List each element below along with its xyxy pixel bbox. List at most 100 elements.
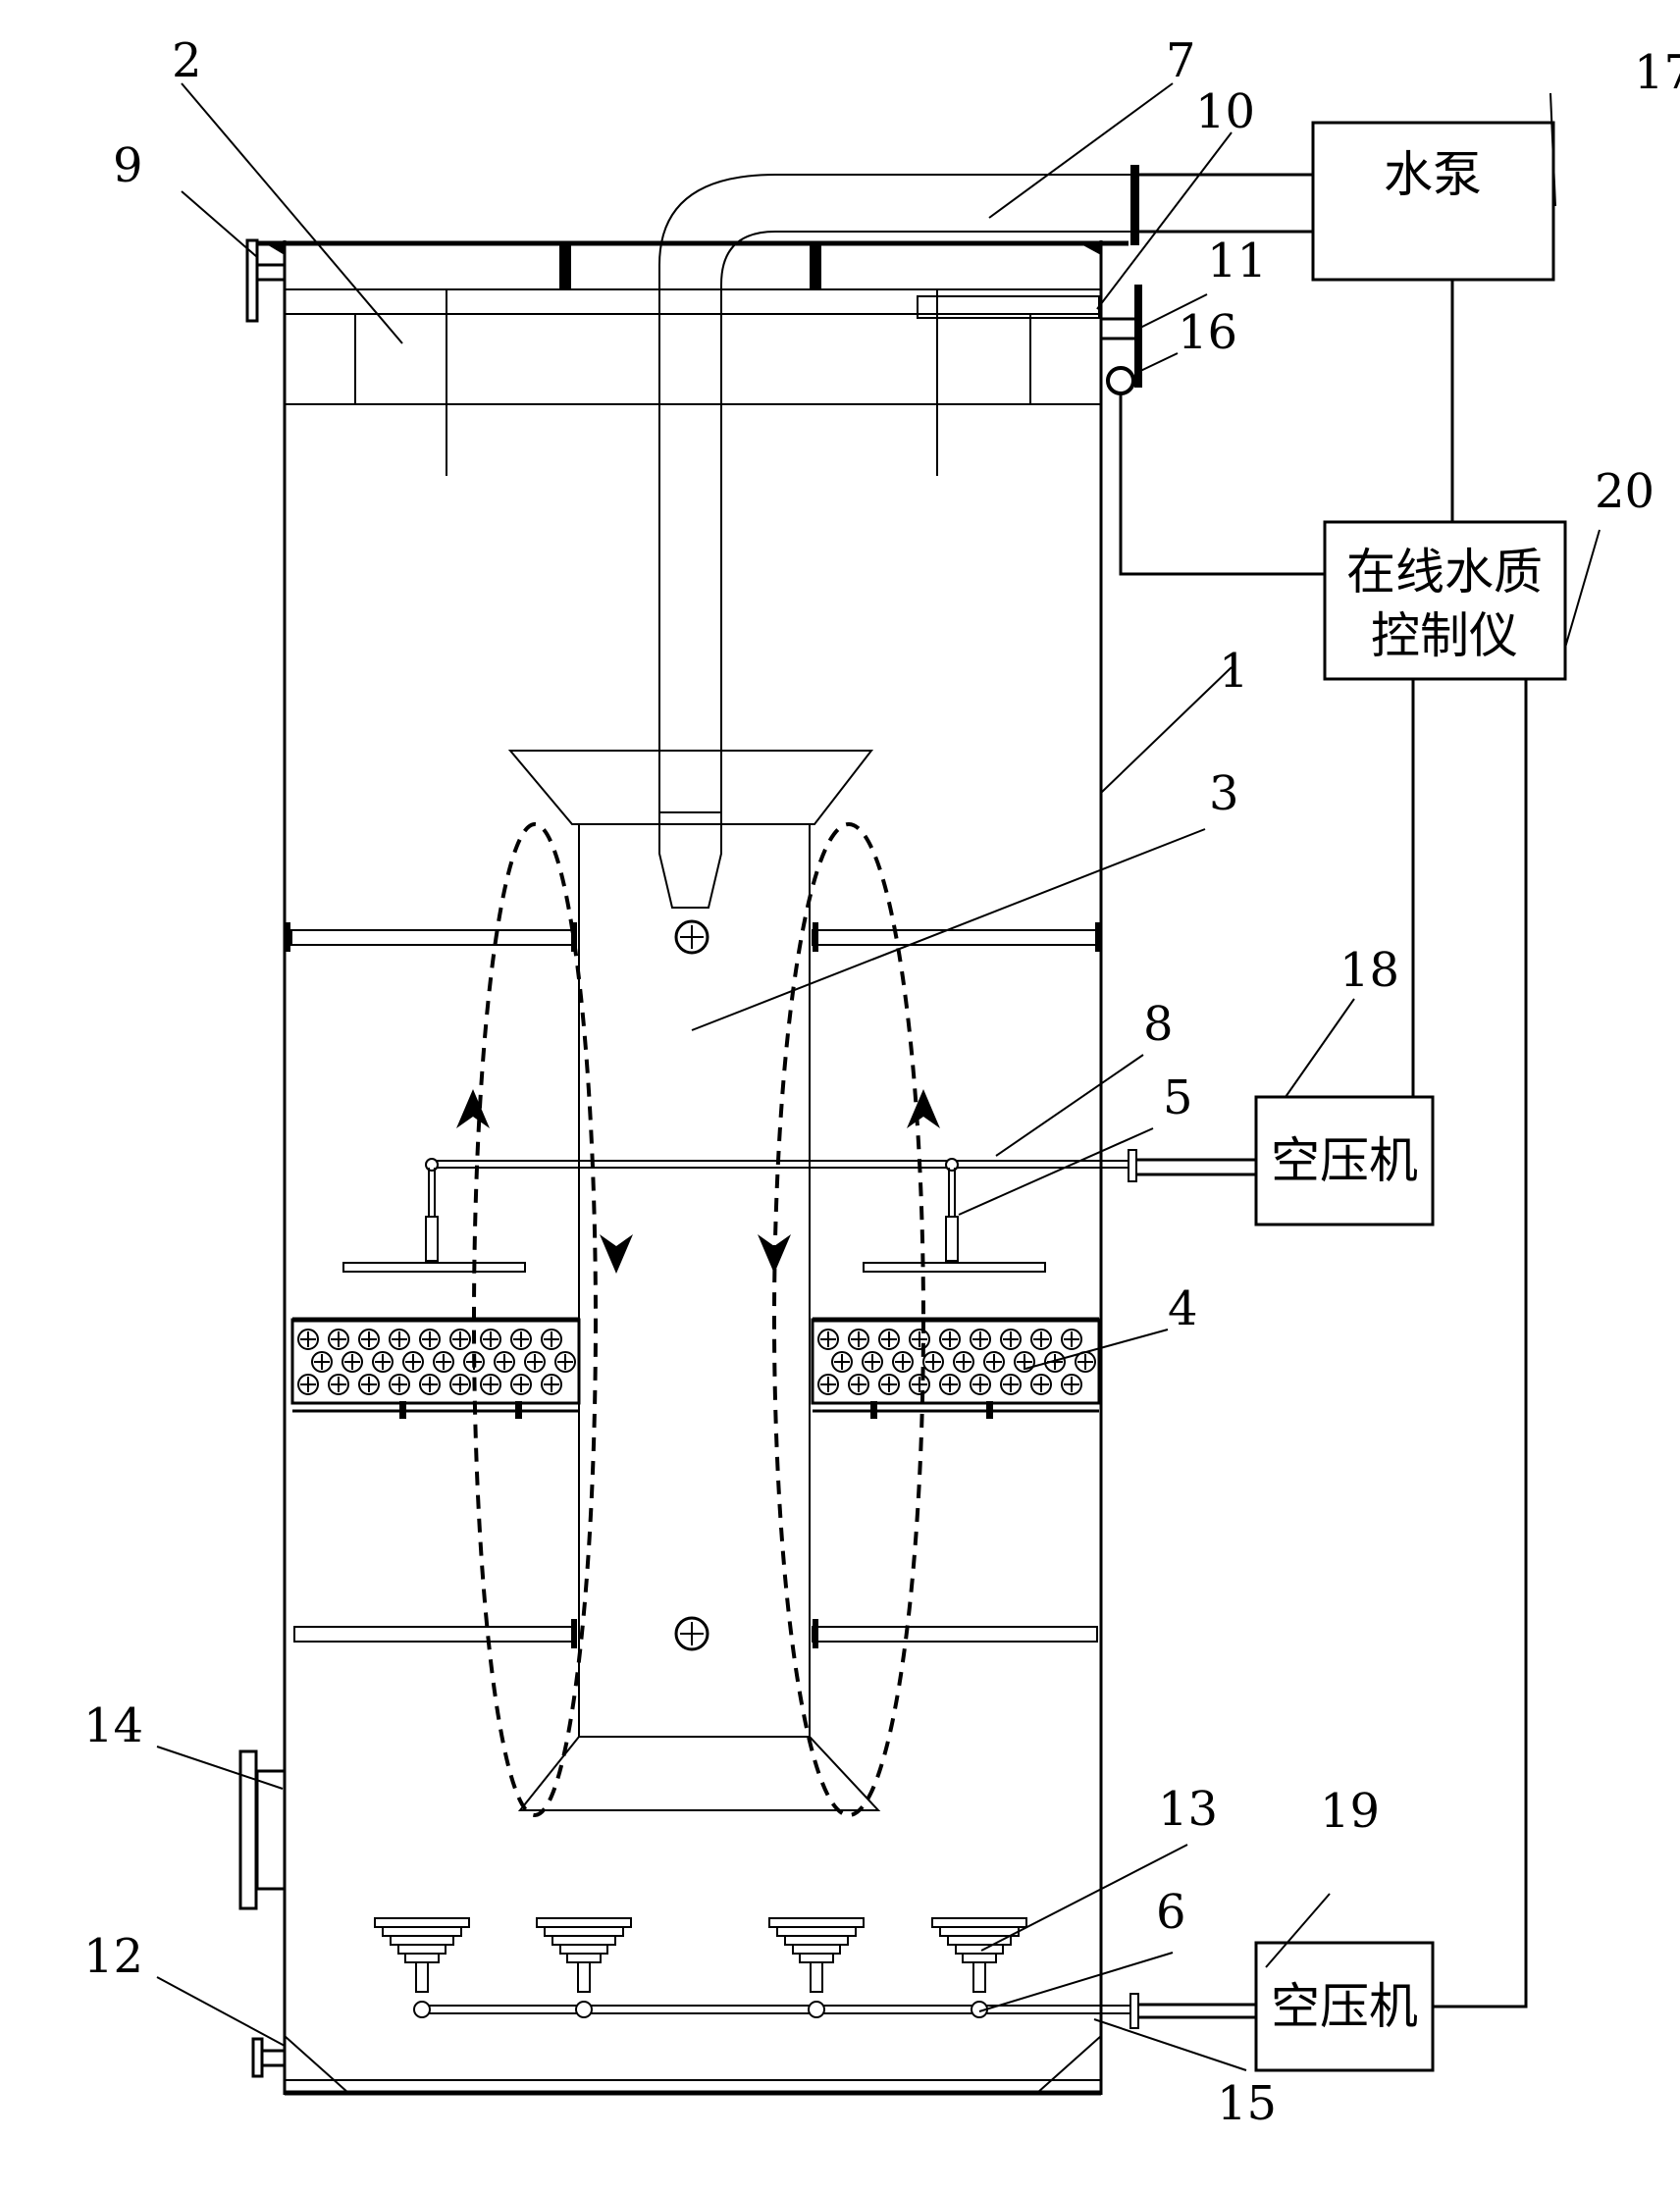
part-number-15: 15 bbox=[1217, 2076, 1277, 2131]
media-ball-icon bbox=[817, 1329, 839, 1350]
flow-loop-right bbox=[758, 822, 940, 1817]
media-ball-icon bbox=[524, 1351, 546, 1373]
diffuser-icon bbox=[536, 1917, 632, 2018]
controller-box: 在线水质 控制仪 bbox=[1323, 520, 1567, 681]
media-ball-icon bbox=[1030, 1374, 1052, 1395]
pump-label: 水泵 bbox=[1384, 146, 1482, 203]
media-ball-icon bbox=[831, 1351, 853, 1373]
overflow-trough bbox=[354, 289, 1100, 476]
media-ball-icon bbox=[419, 1374, 441, 1395]
bolt-icon bbox=[674, 919, 709, 955]
part-number-14: 14 bbox=[83, 1698, 143, 1753]
part-number-3: 3 bbox=[1209, 766, 1239, 821]
media-ball-icon bbox=[909, 1329, 930, 1350]
controller-label-line1: 在线水质 bbox=[1346, 544, 1543, 600]
upper-air-pipe bbox=[342, 1149, 1256, 1273]
bottom-air-pipe bbox=[374, 1917, 1256, 2029]
part-number-10: 10 bbox=[1195, 84, 1255, 139]
media-ball-icon bbox=[922, 1351, 944, 1373]
media-ball-icon bbox=[970, 1329, 991, 1350]
down-arrow-icon bbox=[600, 1234, 633, 1274]
media-ball-icon bbox=[1044, 1351, 1066, 1373]
media-bed bbox=[290, 1317, 1101, 1419]
media-ball-icon bbox=[983, 1351, 1005, 1373]
media-ball-icon bbox=[449, 1374, 471, 1395]
compressor-upper-box: 空压机 bbox=[1254, 1095, 1435, 1226]
media-ball-icon bbox=[389, 1374, 410, 1395]
media-ball-icon bbox=[862, 1351, 883, 1373]
sensor-cable bbox=[1119, 393, 1325, 576]
media-ball-icon bbox=[480, 1329, 501, 1350]
diffuser-icon bbox=[374, 1917, 470, 2018]
inlet-pipe bbox=[658, 165, 1313, 909]
media-ball-icon bbox=[1061, 1329, 1082, 1350]
media-ball-icon bbox=[328, 1374, 349, 1395]
media-ball-icon bbox=[541, 1374, 562, 1395]
water-quality-sensor bbox=[1106, 366, 1135, 395]
outlet-flange bbox=[245, 238, 285, 323]
control-wiring bbox=[1411, 280, 1528, 2008]
top-clamp bbox=[559, 243, 571, 289]
compressor-lower-label: 空压机 bbox=[1271, 1978, 1418, 2035]
part-number-17: 17 bbox=[1634, 45, 1680, 100]
leader-lines bbox=[156, 82, 1601, 2071]
side-inlet-flange bbox=[238, 1749, 287, 1910]
side-flange bbox=[1101, 285, 1142, 388]
media-ball-icon bbox=[372, 1351, 394, 1373]
inlet-flange bbox=[1130, 165, 1139, 245]
controller-label-line2: 控制仪 bbox=[1371, 607, 1518, 664]
media-ball-icon bbox=[402, 1351, 424, 1373]
part-number-20: 20 bbox=[1595, 464, 1654, 519]
up-arrow-icon bbox=[456, 1089, 490, 1128]
support-struts bbox=[285, 922, 1101, 1648]
media-ball-icon bbox=[848, 1374, 869, 1395]
flow-loop-left bbox=[456, 822, 633, 1817]
media-ball-icon bbox=[909, 1374, 930, 1395]
bolt-icon bbox=[674, 1616, 709, 1651]
pump-box: 水泵 bbox=[1311, 121, 1555, 282]
part-number-2: 2 bbox=[172, 33, 202, 88]
part-number-11: 11 bbox=[1207, 234, 1267, 288]
media-ball-icon bbox=[953, 1351, 974, 1373]
down-arrow-icon bbox=[758, 1234, 791, 1274]
media-ball-icon bbox=[328, 1329, 349, 1350]
diffuser-icon bbox=[931, 1917, 1027, 2018]
media-ball-icon bbox=[1000, 1374, 1022, 1395]
media-ball-icon bbox=[510, 1374, 532, 1395]
media-ball-icon bbox=[970, 1374, 991, 1395]
media-ball-icon bbox=[311, 1351, 333, 1373]
media-ball-icon bbox=[297, 1374, 319, 1395]
media-ball-icon bbox=[358, 1374, 380, 1395]
media-ball-icon bbox=[892, 1351, 914, 1373]
media-ball-icon bbox=[939, 1374, 961, 1395]
compressor-upper-label: 空压机 bbox=[1271, 1132, 1418, 1189]
media-ball-icon bbox=[878, 1329, 900, 1350]
media-ball-icon bbox=[817, 1374, 839, 1395]
part-number-5: 5 bbox=[1163, 1070, 1193, 1125]
drain-flange bbox=[251, 2037, 285, 2078]
media-ball-icon bbox=[939, 1329, 961, 1350]
media-ball-icon bbox=[541, 1329, 562, 1350]
media-ball-icon bbox=[419, 1329, 441, 1350]
diffuser-icon bbox=[768, 1917, 865, 2018]
part-number-4: 4 bbox=[1168, 1281, 1198, 1336]
part-number-9: 9 bbox=[113, 138, 143, 193]
part-number-1: 1 bbox=[1219, 644, 1249, 699]
media-ball-icon bbox=[1014, 1351, 1035, 1373]
media-ball-icon bbox=[297, 1329, 319, 1350]
part-number-13: 13 bbox=[1158, 1782, 1218, 1837]
media-ball-icon bbox=[494, 1351, 515, 1373]
top-clamp bbox=[810, 243, 821, 289]
media-ball-icon bbox=[433, 1351, 454, 1373]
part-number-16: 16 bbox=[1178, 305, 1237, 360]
media-ball-icon bbox=[554, 1351, 576, 1373]
media-ball-icon bbox=[848, 1329, 869, 1350]
part-number-labels: 2 9 7 10 17 11 16 20 1 3 18 8 5 4 14 13 … bbox=[83, 33, 1680, 2131]
part-number-18: 18 bbox=[1339, 943, 1399, 998]
media-ball-icon bbox=[341, 1351, 363, 1373]
up-arrow-icon bbox=[907, 1089, 940, 1128]
media-ball-icon bbox=[358, 1329, 380, 1350]
part-number-7: 7 bbox=[1166, 33, 1196, 88]
media-ball-icon bbox=[389, 1329, 410, 1350]
